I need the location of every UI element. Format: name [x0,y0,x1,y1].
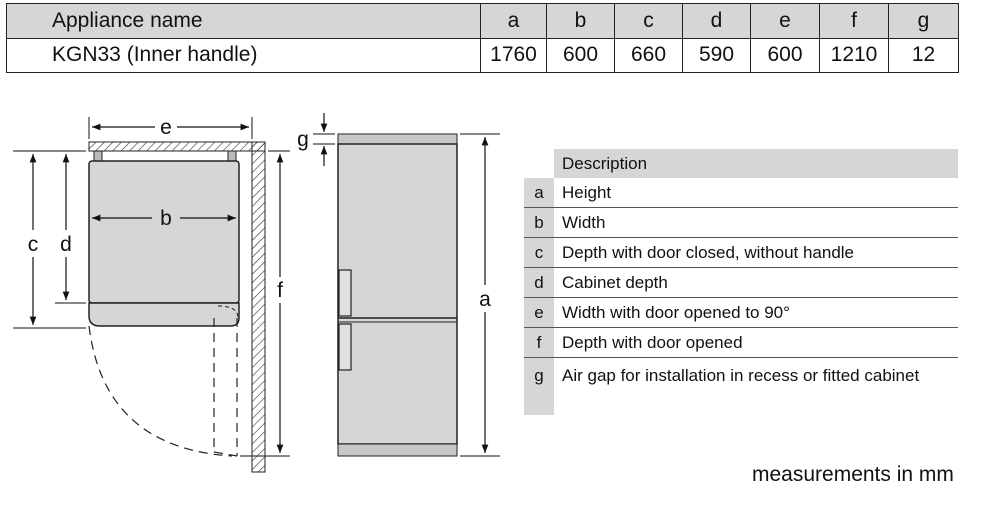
dimensions-table: Appliance name a b c d e f g KGN33 (Inne… [6,3,959,73]
legend-header: Description [554,149,958,178]
upper-door-handle [338,269,352,317]
legend-text: Air gap for installation in recess or fi… [562,366,920,385]
legend-key: c [524,238,554,267]
col-header-b: b [546,3,615,39]
legend-key: d [524,268,554,297]
top-view: e b c d f [13,116,290,473]
legend-header-row: Description [524,149,958,178]
side-wall [251,141,266,473]
col-header-e: e [750,3,820,39]
legend-text: Width with door opened to 90° [562,302,790,322]
value-g: 12 [888,37,959,73]
value-f: 1210 [819,37,889,73]
description-legend: Description a Height b Width c Depth wit… [524,149,958,415]
legend-key: a [524,178,554,207]
list-item: c Depth with door closed, without handle [524,238,958,268]
legend-text: Width [562,212,606,232]
legend-text: Cabinet depth [562,272,668,292]
cabinet-top-view [88,160,240,304]
col-header-c: c [614,3,683,39]
dim-label-g: g [297,128,309,151]
legend-key: e [524,298,554,327]
list-item: g Air gap for installation in recess or … [524,358,958,415]
legend-key: g [524,358,554,415]
value-d: 590 [682,37,751,73]
dim-label-d: d [60,233,72,256]
top-wall [88,141,266,152]
legend-key: f [524,328,554,357]
value-a: 1760 [480,37,547,73]
table-header-row: Appliance name a b c d e f g [6,3,959,39]
dim-label-f: f [277,279,283,302]
list-item: d Cabinet depth [524,268,958,298]
legend-key: b [524,208,554,237]
value-b: 600 [546,37,615,73]
col-header-g: g [888,3,959,39]
legend-text: Height [562,182,612,202]
lower-door-handle [338,323,352,371]
value-c: 660 [614,37,683,73]
door-top-view [88,302,240,327]
front-view: a g [297,113,500,457]
legend-text: Depth with door closed, without handle [562,242,855,262]
appliance-name-cell: KGN33 (Inner handle) [6,37,481,73]
legend-key-blank [524,149,554,178]
dim-label-e: e [160,116,172,139]
legend-text: Depth with door opened [562,332,743,352]
dim-label-a: a [479,288,491,311]
col-header-f: f [819,3,889,39]
appliance-name-header: Appliance name [6,3,481,39]
list-item: b Width [524,208,958,238]
list-item: a Height [524,178,958,208]
dim-label-c: c [28,233,39,256]
value-e: 600 [750,37,820,73]
fridge-front [337,143,458,445]
col-header-d: d [682,3,751,39]
table-row: KGN33 (Inner handle) 1760 600 660 590 60… [6,37,959,73]
door-swing-arc [88,325,233,457]
list-item: f Depth with door opened [524,328,958,358]
units-note: measurements in mm [752,463,954,486]
list-item: e Width with door opened to 90° [524,298,958,328]
dim-label-b: b [160,207,172,230]
